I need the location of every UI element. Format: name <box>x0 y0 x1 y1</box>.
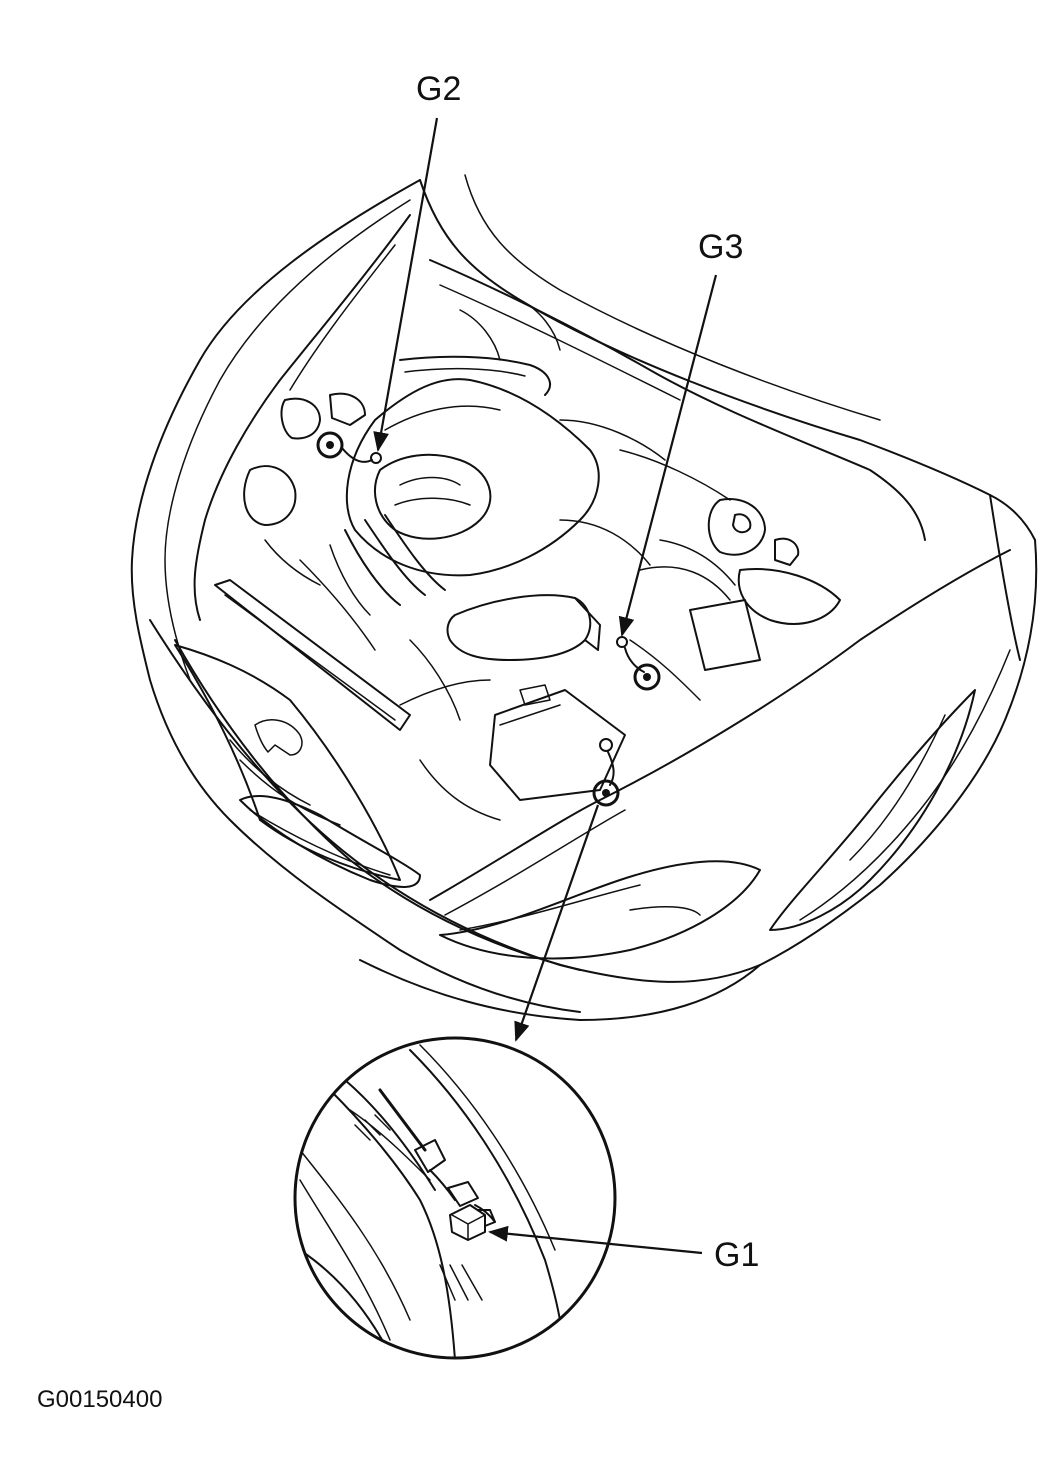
detail-magnifier <box>293 1036 617 1360</box>
pointer-detail <box>514 804 600 1042</box>
intake-manifold <box>345 378 600 577</box>
figure-code: G00150400 <box>37 1386 162 1413</box>
engine-bay <box>193 214 926 821</box>
pointer-g1 <box>488 1225 703 1255</box>
right-fender <box>759 539 1038 966</box>
ground-point-g2 <box>316 431 382 464</box>
label-g1: G1 <box>714 1236 759 1274</box>
ground-point-g1 <box>592 738 620 807</box>
front-bumper <box>149 619 761 983</box>
pointer-g2 <box>373 117 439 452</box>
right-headlight <box>769 689 976 931</box>
emblem <box>254 719 303 756</box>
label-g2: G2 <box>416 70 461 108</box>
battery <box>489 689 626 801</box>
vehicle-outline <box>130 174 1038 1021</box>
left-fender <box>130 179 581 1013</box>
air-intake-tube <box>446 594 592 661</box>
ground-bolt-icon <box>449 1204 486 1241</box>
pointer-g3 <box>618 274 718 637</box>
ground-point-g3 <box>616 636 661 691</box>
label-g3: G3 <box>698 228 743 266</box>
grille <box>174 644 401 881</box>
left-headlight <box>239 794 421 888</box>
